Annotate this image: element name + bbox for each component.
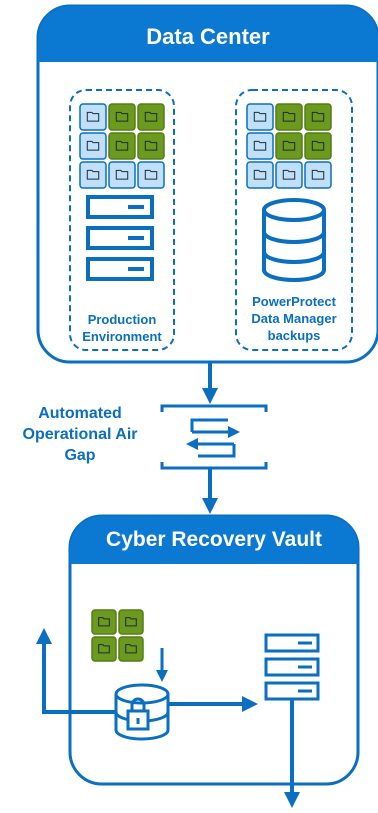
blue-file-tile — [137, 161, 165, 189]
blue-file-tile — [275, 161, 303, 189]
green-file-tile — [108, 132, 136, 160]
folder-icon — [86, 169, 100, 180]
powerprotect-backups-group — [235, 89, 353, 351]
air-gap-label: Automated Operational Air Gap — [22, 405, 138, 464]
folder-icon — [125, 644, 137, 654]
folder-icon — [253, 169, 267, 180]
folder-icon — [144, 111, 158, 122]
folder-icon — [253, 111, 267, 122]
folder-icon — [311, 169, 325, 180]
folder-icon — [98, 617, 110, 627]
green-file-tile — [137, 103, 165, 131]
folder-icon — [98, 644, 110, 654]
folder-icon — [144, 169, 158, 180]
green-file-tile — [275, 132, 303, 160]
green-file-tile — [275, 103, 303, 131]
folder-icon — [115, 111, 129, 122]
folder-icon — [282, 111, 296, 122]
production-environment-group — [69, 89, 175, 351]
folder-icon — [282, 169, 296, 180]
folder-icon — [115, 140, 129, 151]
folder-icon — [86, 140, 100, 151]
backup-file-grid-icon — [246, 103, 332, 189]
folder-icon — [115, 169, 129, 180]
data-center-title: Data Center — [146, 24, 270, 49]
air-gap-sync-icon — [160, 404, 268, 470]
production-environment-label: Production Environment — [82, 312, 162, 344]
data-center-header — [38, 6, 378, 62]
vault-header — [70, 516, 358, 564]
blue-file-tile — [79, 103, 107, 131]
folder-icon — [86, 111, 100, 122]
blue-file-tile — [246, 103, 274, 131]
green-file-tile — [304, 103, 332, 131]
green-file-tile — [137, 132, 165, 160]
blue-file-tile — [79, 161, 107, 189]
green-file-tile — [118, 636, 144, 662]
data-center-panel — [36, 4, 378, 364]
backup-database-icon — [262, 198, 326, 282]
folder-icon — [144, 140, 158, 151]
locked-database-icon — [114, 683, 170, 741]
folder-icon — [311, 140, 325, 151]
blue-file-tile — [79, 132, 107, 160]
folder-icon — [311, 111, 325, 122]
recovery-arrow-up — [36, 628, 116, 714]
blue-file-tile — [246, 161, 274, 189]
blue-file-tile — [246, 132, 274, 160]
green-file-tile — [108, 103, 136, 131]
vault-server-stack-icon — [264, 633, 320, 701]
vault-file-grid-icon — [91, 609, 144, 662]
production-server-stack-icon — [86, 195, 154, 281]
green-file-tile — [91, 609, 117, 635]
folder-icon — [125, 617, 137, 627]
vault-title: Cyber Recovery Vault — [106, 528, 322, 551]
blue-file-tile — [304, 161, 332, 189]
folder-icon — [253, 140, 267, 151]
powerprotect-backups-label: PowerProtect Data Manager backups — [251, 294, 337, 343]
green-file-tile — [91, 636, 117, 662]
blue-file-tile — [108, 161, 136, 189]
green-file-tile — [304, 132, 332, 160]
green-file-tile — [118, 609, 144, 635]
folder-icon — [282, 140, 296, 151]
production-file-grid-icon — [79, 103, 165, 189]
